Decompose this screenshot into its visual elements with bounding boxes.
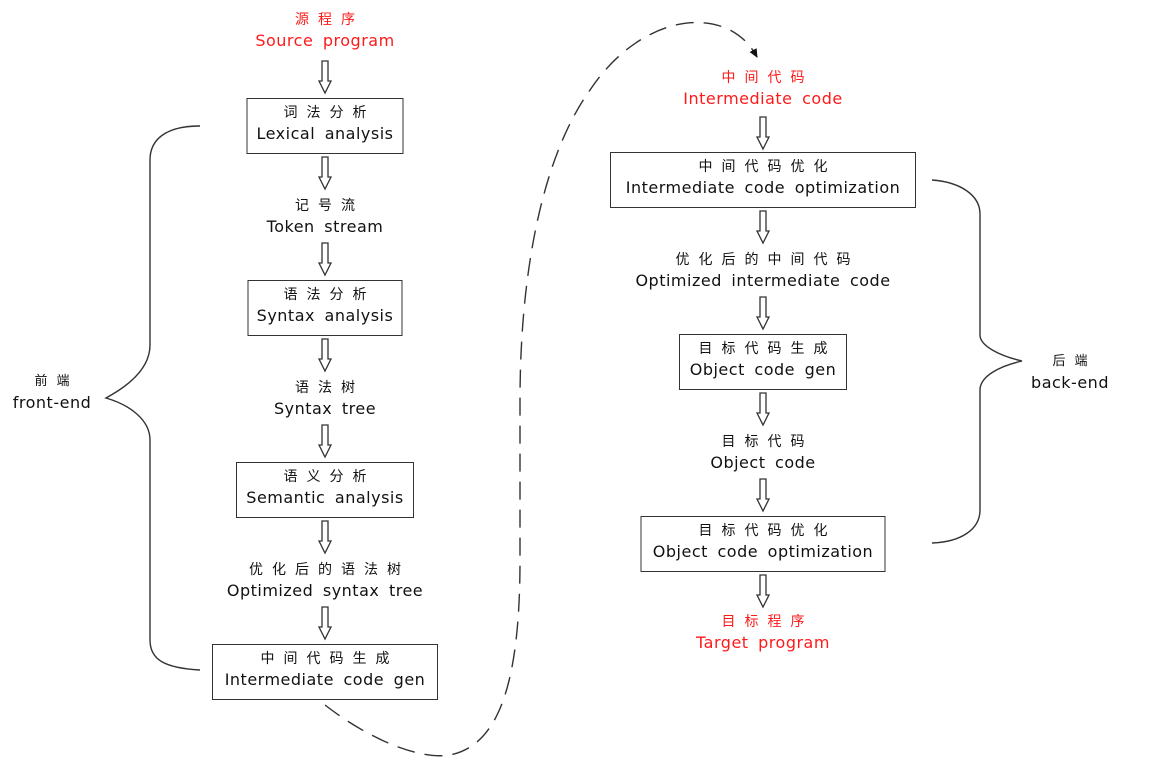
down-arrow-icon: [317, 520, 333, 555]
down-arrow-icon: [755, 478, 771, 513]
token-stream-label: 记号流 Token stream: [266, 198, 384, 236]
lexical-analysis-box: 词法分析 Lexical analysis: [246, 98, 404, 154]
dashed-flow-arrow: [324, 21, 758, 757]
semantic-analysis-box: 语义分析 Semantic analysis: [236, 462, 414, 518]
down-arrow-icon: [755, 210, 771, 245]
optimized-syntax-tree-label: 优化后的语法树 Optimized syntax tree: [226, 562, 424, 600]
object-code-optimization-box: 目标代码优化 Object code optimization: [640, 516, 886, 572]
down-arrow-icon: [755, 116, 771, 151]
down-arrow-icon: [317, 242, 333, 277]
target-program-label: 目标程序 Target program: [696, 614, 830, 652]
back-end-label: 后端 back-end: [1031, 354, 1109, 392]
optimized-intermediate-code-label: 优化后的中间代码 Optimized intermediate code: [635, 252, 891, 290]
down-arrow-icon: [755, 296, 771, 331]
down-arrow-icon: [317, 338, 333, 373]
down-arrow-icon: [317, 606, 333, 641]
back-end-brace: [931, 179, 1023, 544]
down-arrow-icon: [317, 424, 333, 459]
syntax-tree-label: 语法树 Syntax tree: [273, 380, 377, 418]
intermediate-code-label: 中间代码 Intermediate code: [683, 70, 843, 108]
source-program-label: 源程序 Source program: [255, 12, 395, 50]
down-arrow-icon: [317, 60, 333, 95]
front-end-brace: [104, 125, 201, 671]
down-arrow-icon: [755, 574, 771, 609]
syntax-analysis-box: 语法分析 Syntax analysis: [247, 280, 403, 336]
front-end-label: 前端 front-end: [12, 374, 92, 412]
object-code-label: 目标代码 Object code: [710, 434, 816, 472]
down-arrow-icon: [317, 156, 333, 191]
intermediate-code-optimization-box: 中间代码优化 Intermediate code optimization: [610, 152, 916, 208]
intermediate-code-gen-box: 中间代码生成 Intermediate code gen: [212, 644, 438, 700]
down-arrow-icon: [755, 392, 771, 427]
object-code-gen-box: 目标代码生成 Object code gen: [679, 334, 847, 390]
